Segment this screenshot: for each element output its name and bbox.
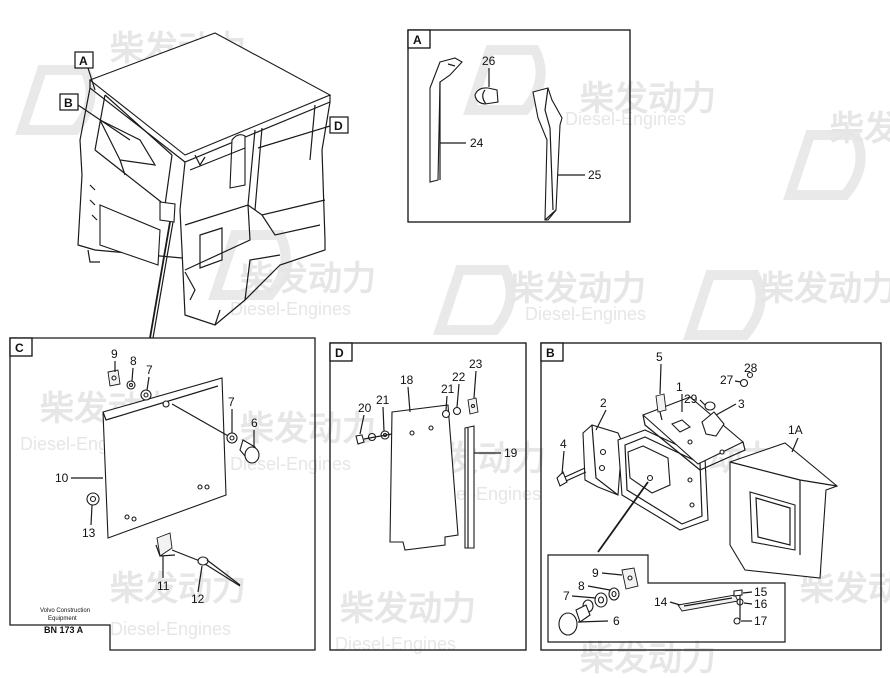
callout-label: 22 (452, 370, 466, 384)
callout-label: 7 (228, 395, 235, 409)
callout-label: 17 (754, 614, 768, 628)
callout-label: 10 (55, 471, 69, 485)
callout-label: 26 (482, 54, 496, 68)
tag-b-small: B (64, 96, 73, 110)
watermark-sub: Diesel-Engines (230, 299, 351, 319)
watermark-logo (433, 265, 516, 335)
watermark-text: 柴发动力 (510, 269, 646, 309)
watermark-text: 柴发动力 (340, 589, 476, 629)
callout-label: 18 (400, 373, 414, 387)
watermark-text: 柴发动力 (240, 259, 376, 299)
watermark-sub: Diesel-Engines (335, 634, 456, 654)
callout-label: 25 (588, 168, 602, 182)
callout-label: 8 (578, 579, 585, 593)
callout-label: 9 (111, 347, 118, 361)
tag-d-small: D (334, 119, 343, 133)
tag-b: B (546, 346, 555, 360)
overview-tags: A B D (59, 51, 349, 149)
callout-label: 29 (684, 392, 698, 406)
callout-label: 6 (251, 416, 258, 430)
callout-label: 16 (754, 597, 768, 611)
tag-c: C (15, 341, 24, 355)
callout-label: 24 (470, 136, 484, 150)
callout-label: 2 (600, 396, 607, 410)
callout-label: 7 (563, 589, 570, 603)
callout-label: 27 (720, 373, 734, 387)
callout-label: 8 (130, 354, 137, 368)
watermark-logo (683, 270, 766, 340)
callout-label: 7 (146, 363, 153, 377)
watermark-sub: Diesel-Engines (110, 619, 231, 639)
callout-label: 1A (788, 423, 803, 437)
watermark-sub: Diesel-Engines (230, 454, 351, 474)
callout-label: 11 (157, 579, 170, 593)
callout-label: 28 (744, 361, 758, 375)
cab-overview (77, 32, 332, 339)
callout-label: 23 (469, 357, 483, 371)
callout-label: 6 (613, 614, 620, 628)
watermark-text: 柴发动力 (580, 79, 716, 119)
watermark-text: 柴发动力 (830, 109, 890, 149)
watermark-text: 柴发动力 (580, 639, 716, 678)
tag-a: A (413, 33, 422, 47)
watermark-text: 柴发动力 (110, 569, 246, 609)
tag-a-small: A (79, 54, 88, 68)
watermark-sub: Diesel-Engines (525, 304, 646, 324)
watermark-logo (15, 65, 96, 135)
callout-label: 5 (656, 350, 663, 364)
callout-label: 15 (754, 585, 768, 599)
watermark-logo (208, 230, 291, 300)
callout-label: 21 (441, 382, 455, 396)
watermark-logo (463, 45, 546, 115)
callout-label: 19 (504, 446, 518, 460)
panel-a: A 26 24 25 (407, 29, 631, 223)
callout-label: 21 (376, 393, 390, 407)
callout-label: 4 (560, 437, 567, 451)
panel-b: B (540, 342, 882, 651)
watermark-text: 柴发动力 (760, 269, 890, 309)
callout-label: 9 (592, 566, 599, 580)
caption-code: BN 173 A (44, 625, 84, 635)
callout-label: 20 (358, 401, 372, 415)
callout-label: 3 (738, 397, 745, 411)
watermark-text: 柴发动力 (240, 409, 376, 449)
caption-line2: Equipment (48, 616, 77, 622)
caption-line1: Volvo Construction (40, 608, 90, 614)
watermark-logo (783, 130, 866, 200)
panel-c: C 9 8 7 (9, 337, 316, 651)
watermark-sub: Diesel-Engines (565, 109, 686, 129)
callout-label: 14 (654, 595, 668, 609)
callout-label: 13 (82, 526, 96, 540)
callout-label: 1 (676, 380, 683, 394)
panel-d: D 23 18 22 21 20 21 19 (329, 342, 527, 651)
tag-d: D (335, 346, 344, 360)
callout-label: 12 (191, 592, 205, 606)
